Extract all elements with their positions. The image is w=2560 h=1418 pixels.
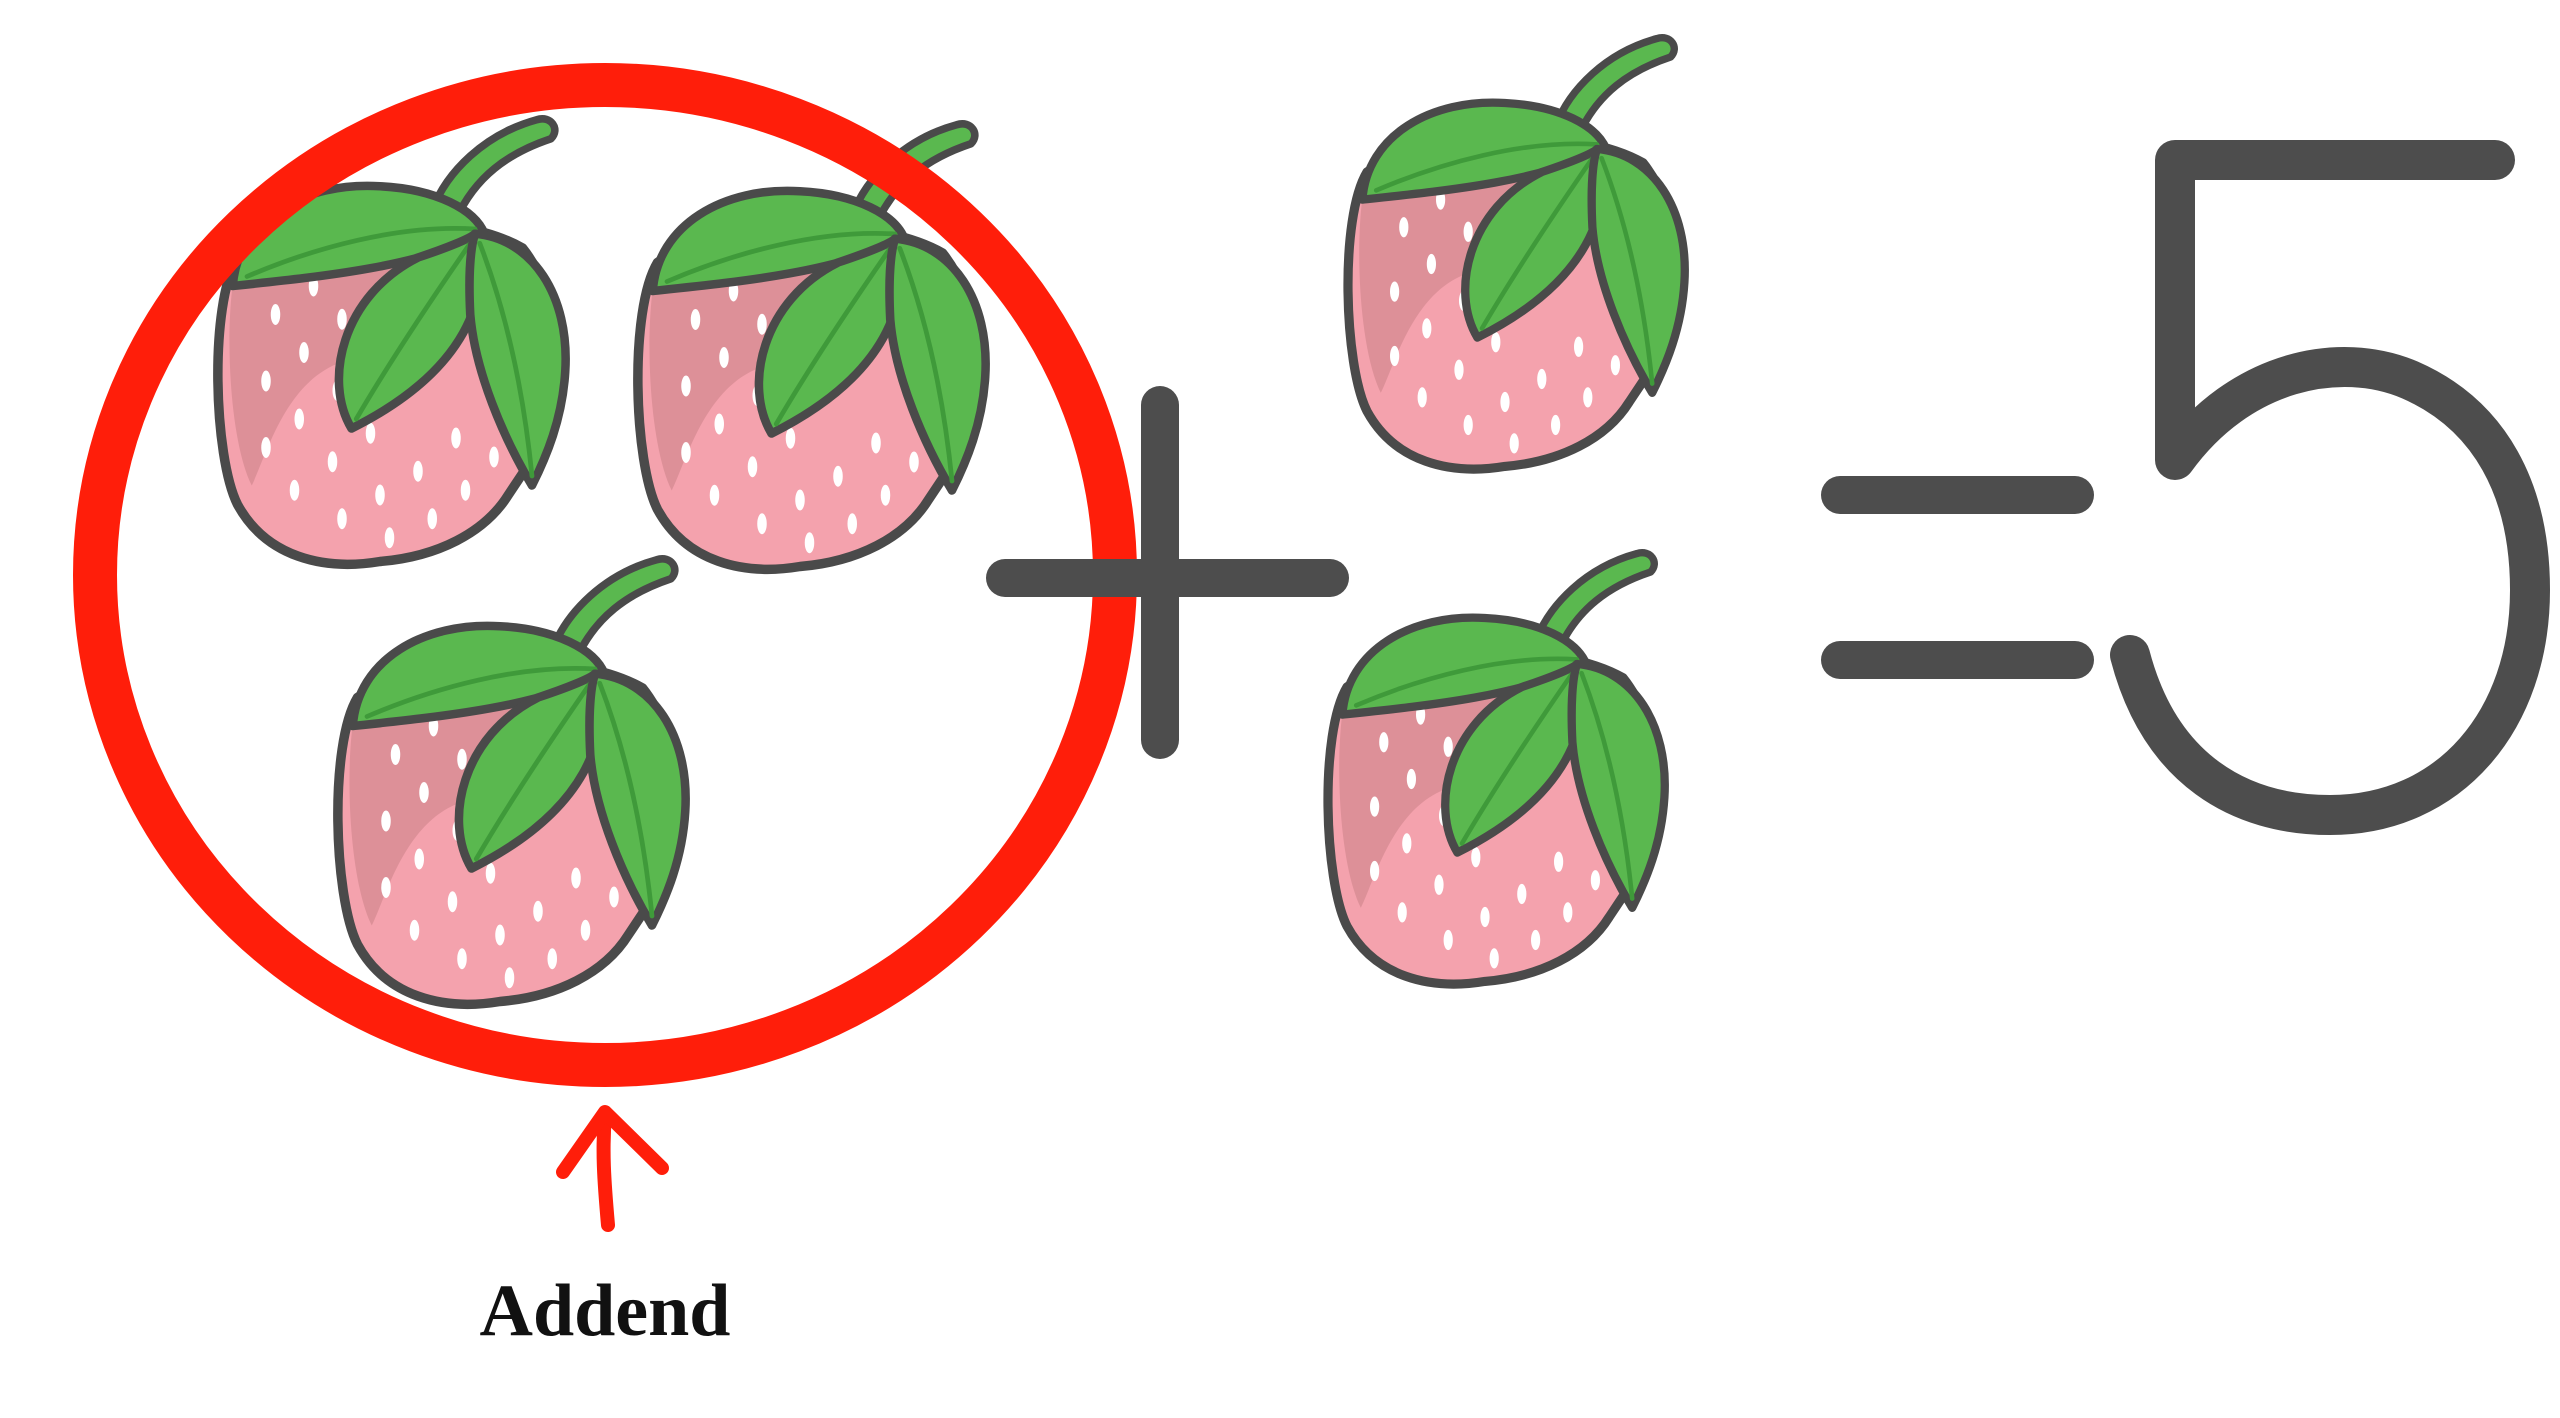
equals-sign: = — [1821, 476, 2094, 679]
addend-label: Addend — [480, 1270, 731, 1352]
plus-sign: + — [986, 386, 1349, 759]
first-addend-group — [218, 119, 986, 1004]
second-addend-group — [1328, 38, 1685, 984]
strawberry-icon — [1328, 553, 1665, 984]
strawberry-icon — [1348, 38, 1685, 469]
sum-text: 5 — [2330, 499, 2331, 501]
strawberry-icon — [338, 559, 686, 1004]
sum-digit: 5 — [2110, 140, 2550, 835]
equals-sign-text: = — [1960, 579, 1961, 581]
arrow-up-icon — [556, 1105, 669, 1232]
